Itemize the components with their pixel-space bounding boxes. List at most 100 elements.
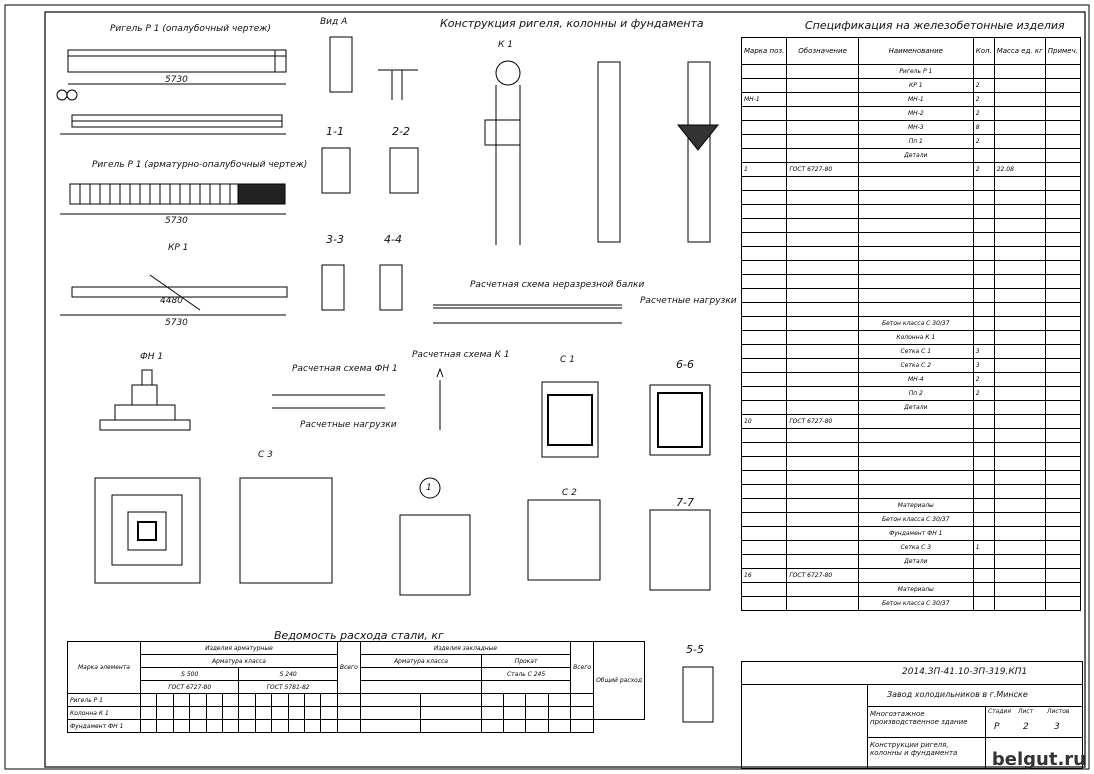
spec-cell: [993, 442, 1046, 457]
steel-total-emb: Всего: [570, 641, 595, 694]
spec-cell: Пп 2: [857, 386, 974, 401]
dim-kr1-inner: 4480: [160, 296, 183, 306]
tb-sheet-no: 2: [1023, 722, 1029, 732]
label-section-1-1: 1-1: [326, 125, 344, 138]
tb-plant: Завод холодильников в г.Минске: [887, 690, 1028, 699]
spec-cell: [993, 64, 1046, 79]
spec-cell: [740, 232, 788, 247]
spec-cell: [857, 204, 974, 219]
spec-cell: [972, 176, 995, 191]
spec-cell: [740, 204, 788, 219]
spec-cell: [993, 512, 1046, 527]
spec-cell: 10: [740, 414, 788, 429]
label-fn1: ФН 1: [140, 352, 164, 362]
mesh-views: [239, 381, 714, 723]
spec-cell: [993, 400, 1046, 415]
spec-cell: [857, 456, 974, 471]
spec-col-name: Наименование: [857, 37, 974, 65]
spec-cell: [786, 484, 859, 499]
steel-gost1: ГОСТ 6727-80: [139, 680, 240, 694]
spec-cell: [972, 442, 995, 457]
spec-cell: [857, 260, 974, 275]
steel-arm-header: Изделия арматурные: [140, 641, 338, 655]
spec-cell: Бетон класса С 30/37: [857, 596, 974, 611]
label-rigel-arm: Ригель Р 1 (арматурно-опалубочный чертеж…: [92, 160, 308, 170]
spec-cell: [740, 456, 788, 471]
spec-cell: Детали: [857, 148, 974, 163]
spec-row: [740, 442, 1082, 457]
spec-cell: [993, 456, 1046, 471]
spec-table: Марка поз. Обозначение Наименование Кол.…: [740, 37, 1082, 611]
spec-cell: [786, 316, 859, 331]
spec-cell: [972, 596, 995, 611]
steel-steel-c: Сталь С 245: [481, 667, 572, 681]
spec-row: [740, 428, 1082, 443]
spec-cell: [972, 470, 995, 485]
spec-cell: [786, 358, 859, 373]
spec-cell: [993, 358, 1046, 373]
spec-cell: [1044, 596, 1082, 611]
spec-cell: [1044, 78, 1082, 93]
spec-cell: [740, 526, 788, 541]
rigel-arm-view: [60, 183, 286, 215]
spec-cell: [1044, 120, 1082, 135]
spec-cell: [786, 274, 859, 289]
spec-col-designation: Обозначение: [786, 37, 859, 65]
spec-cell: [786, 554, 859, 569]
spec-cell: [740, 260, 788, 275]
spec-cell: [786, 120, 859, 135]
dim-kr1: 5730: [165, 318, 188, 328]
tb-sheets: 3: [1054, 722, 1060, 732]
spec-cell: [1044, 498, 1082, 513]
spec-cell: [786, 64, 859, 79]
spec-cell: [786, 176, 859, 191]
spec-row: Фундамент ФН 1: [740, 526, 1082, 541]
spec-cell: [1044, 414, 1082, 429]
spec-row: Бетон класса С 30/37: [740, 512, 1082, 527]
spec-cell: [972, 302, 995, 317]
spec-cell: [740, 218, 788, 233]
spec-cell: [993, 176, 1046, 191]
watermark-logo: belgut.ru: [991, 749, 1086, 770]
spec-row: [740, 288, 1082, 303]
spec-cell: [1044, 400, 1082, 415]
title-block: 2014.ЗП-41.10-ЗП-319.КП1 Завод холодильн…: [741, 661, 1083, 769]
spec-cell: Сетка С 2: [857, 358, 974, 373]
spec-cell: [972, 190, 995, 205]
spec-cell: [740, 582, 788, 597]
spec-cell: [1044, 246, 1082, 261]
spec-row: Материалы: [740, 582, 1082, 597]
spec-cell: [972, 260, 995, 275]
spec-cell: ГОСТ 6727-80: [786, 162, 859, 177]
spec-cell: [1044, 190, 1082, 205]
spec-cell: [740, 316, 788, 331]
spec-cell: [786, 204, 859, 219]
spec-cell: Ригель Р 1: [857, 64, 974, 79]
dim-rigel-form: 5730: [165, 75, 188, 85]
spec-cell: [740, 190, 788, 205]
spec-cell: МН-1: [740, 92, 788, 107]
spec-row: [740, 260, 1082, 275]
spec-cell: [993, 498, 1046, 513]
spec-cell: [972, 568, 995, 583]
kr1-view: [60, 274, 288, 316]
spec-cell: [786, 302, 859, 317]
steel-table: Марка элемента Изделия арматурные Всего …: [67, 641, 645, 733]
spec-cell: [740, 484, 788, 499]
spec-cell: 2: [972, 134, 995, 149]
spec-cell: [972, 526, 995, 541]
steel-mark-header: Марка элемента: [67, 641, 141, 694]
spec-cell: [786, 512, 859, 527]
spec-cell: [740, 554, 788, 569]
spec-cell: 2: [972, 162, 995, 177]
steel-emb-s400: [359, 667, 483, 681]
spec-cell: [993, 540, 1046, 555]
steel-s500: S 500: [139, 667, 240, 681]
steel-total-arm: Всего: [336, 641, 361, 694]
spec-cell: Колонна К 1: [857, 330, 974, 345]
spec-row: Детали: [740, 400, 1082, 415]
